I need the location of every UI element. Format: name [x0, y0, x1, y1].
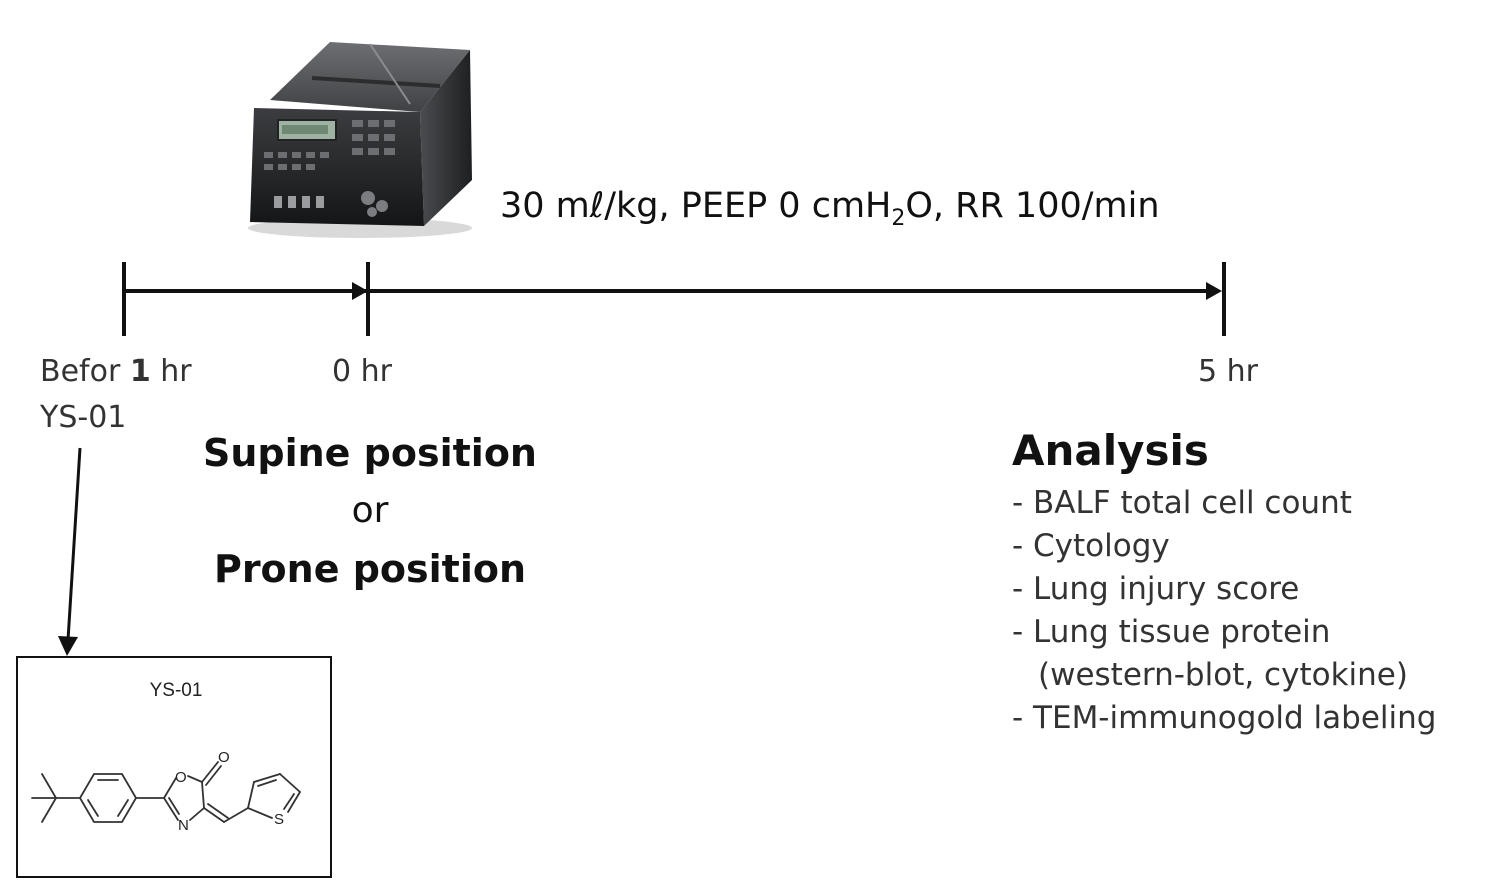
tick-label-end: 5 hr: [1198, 354, 1258, 389]
analysis-title: Analysis: [1012, 426, 1209, 475]
analysis-item: - Cytology: [1012, 528, 1170, 564]
arrow-down-icon: [58, 636, 78, 656]
settings-suffix: O, RR 100/min: [905, 186, 1160, 226]
ventilator-icon: [240, 30, 480, 240]
analysis-list: - BALF total cell count - Cytology - Lun…: [1012, 482, 1436, 740]
settings-subscript: 2: [891, 206, 906, 231]
atom-sulfur: S: [274, 811, 284, 828]
analysis-item: - Lung injury score: [1012, 571, 1300, 607]
pretreatment-drug-label: YS-01: [40, 400, 127, 435]
chemical-structure-icon: O O N S: [31, 749, 301, 834]
analysis-item: - TEM-immunogold labeling: [1012, 700, 1437, 736]
atom-oxygen-ring: O: [175, 769, 187, 786]
atom-nitrogen: N: [178, 817, 189, 834]
tick-label-start: 0 hr: [332, 354, 392, 389]
position-options: Supine position or Prone position: [160, 424, 580, 598]
settings-prefix: 30 mℓ/kg, PEEP 0 cmH: [500, 186, 892, 226]
compound-structure-box: YS-01: [16, 656, 332, 878]
arrow-right-icon: [352, 282, 368, 300]
tick-label-before: Befor 1 hr: [40, 354, 192, 389]
arrow-right-icon: [1206, 282, 1222, 300]
analysis-item: - BALF total cell count: [1012, 485, 1352, 521]
prone-position-label: Prone position: [213, 547, 527, 591]
compound-name: YS-01: [149, 680, 203, 701]
timeline-axis: [122, 262, 1226, 336]
atom-oxygen-carbonyl: O: [218, 749, 230, 766]
ventilation-settings-label: 30 mℓ/kg, PEEP 0 cmH2O, RR 100/min: [500, 186, 1160, 231]
analysis-item-detail: (western-blot, cytokine): [1038, 657, 1408, 693]
analysis-item: - Lung tissue protein: [1012, 614, 1331, 650]
arrow-down-line: [66, 447, 82, 641]
or-connector: or: [351, 490, 389, 531]
supine-position-label: Supine position: [202, 431, 537, 475]
